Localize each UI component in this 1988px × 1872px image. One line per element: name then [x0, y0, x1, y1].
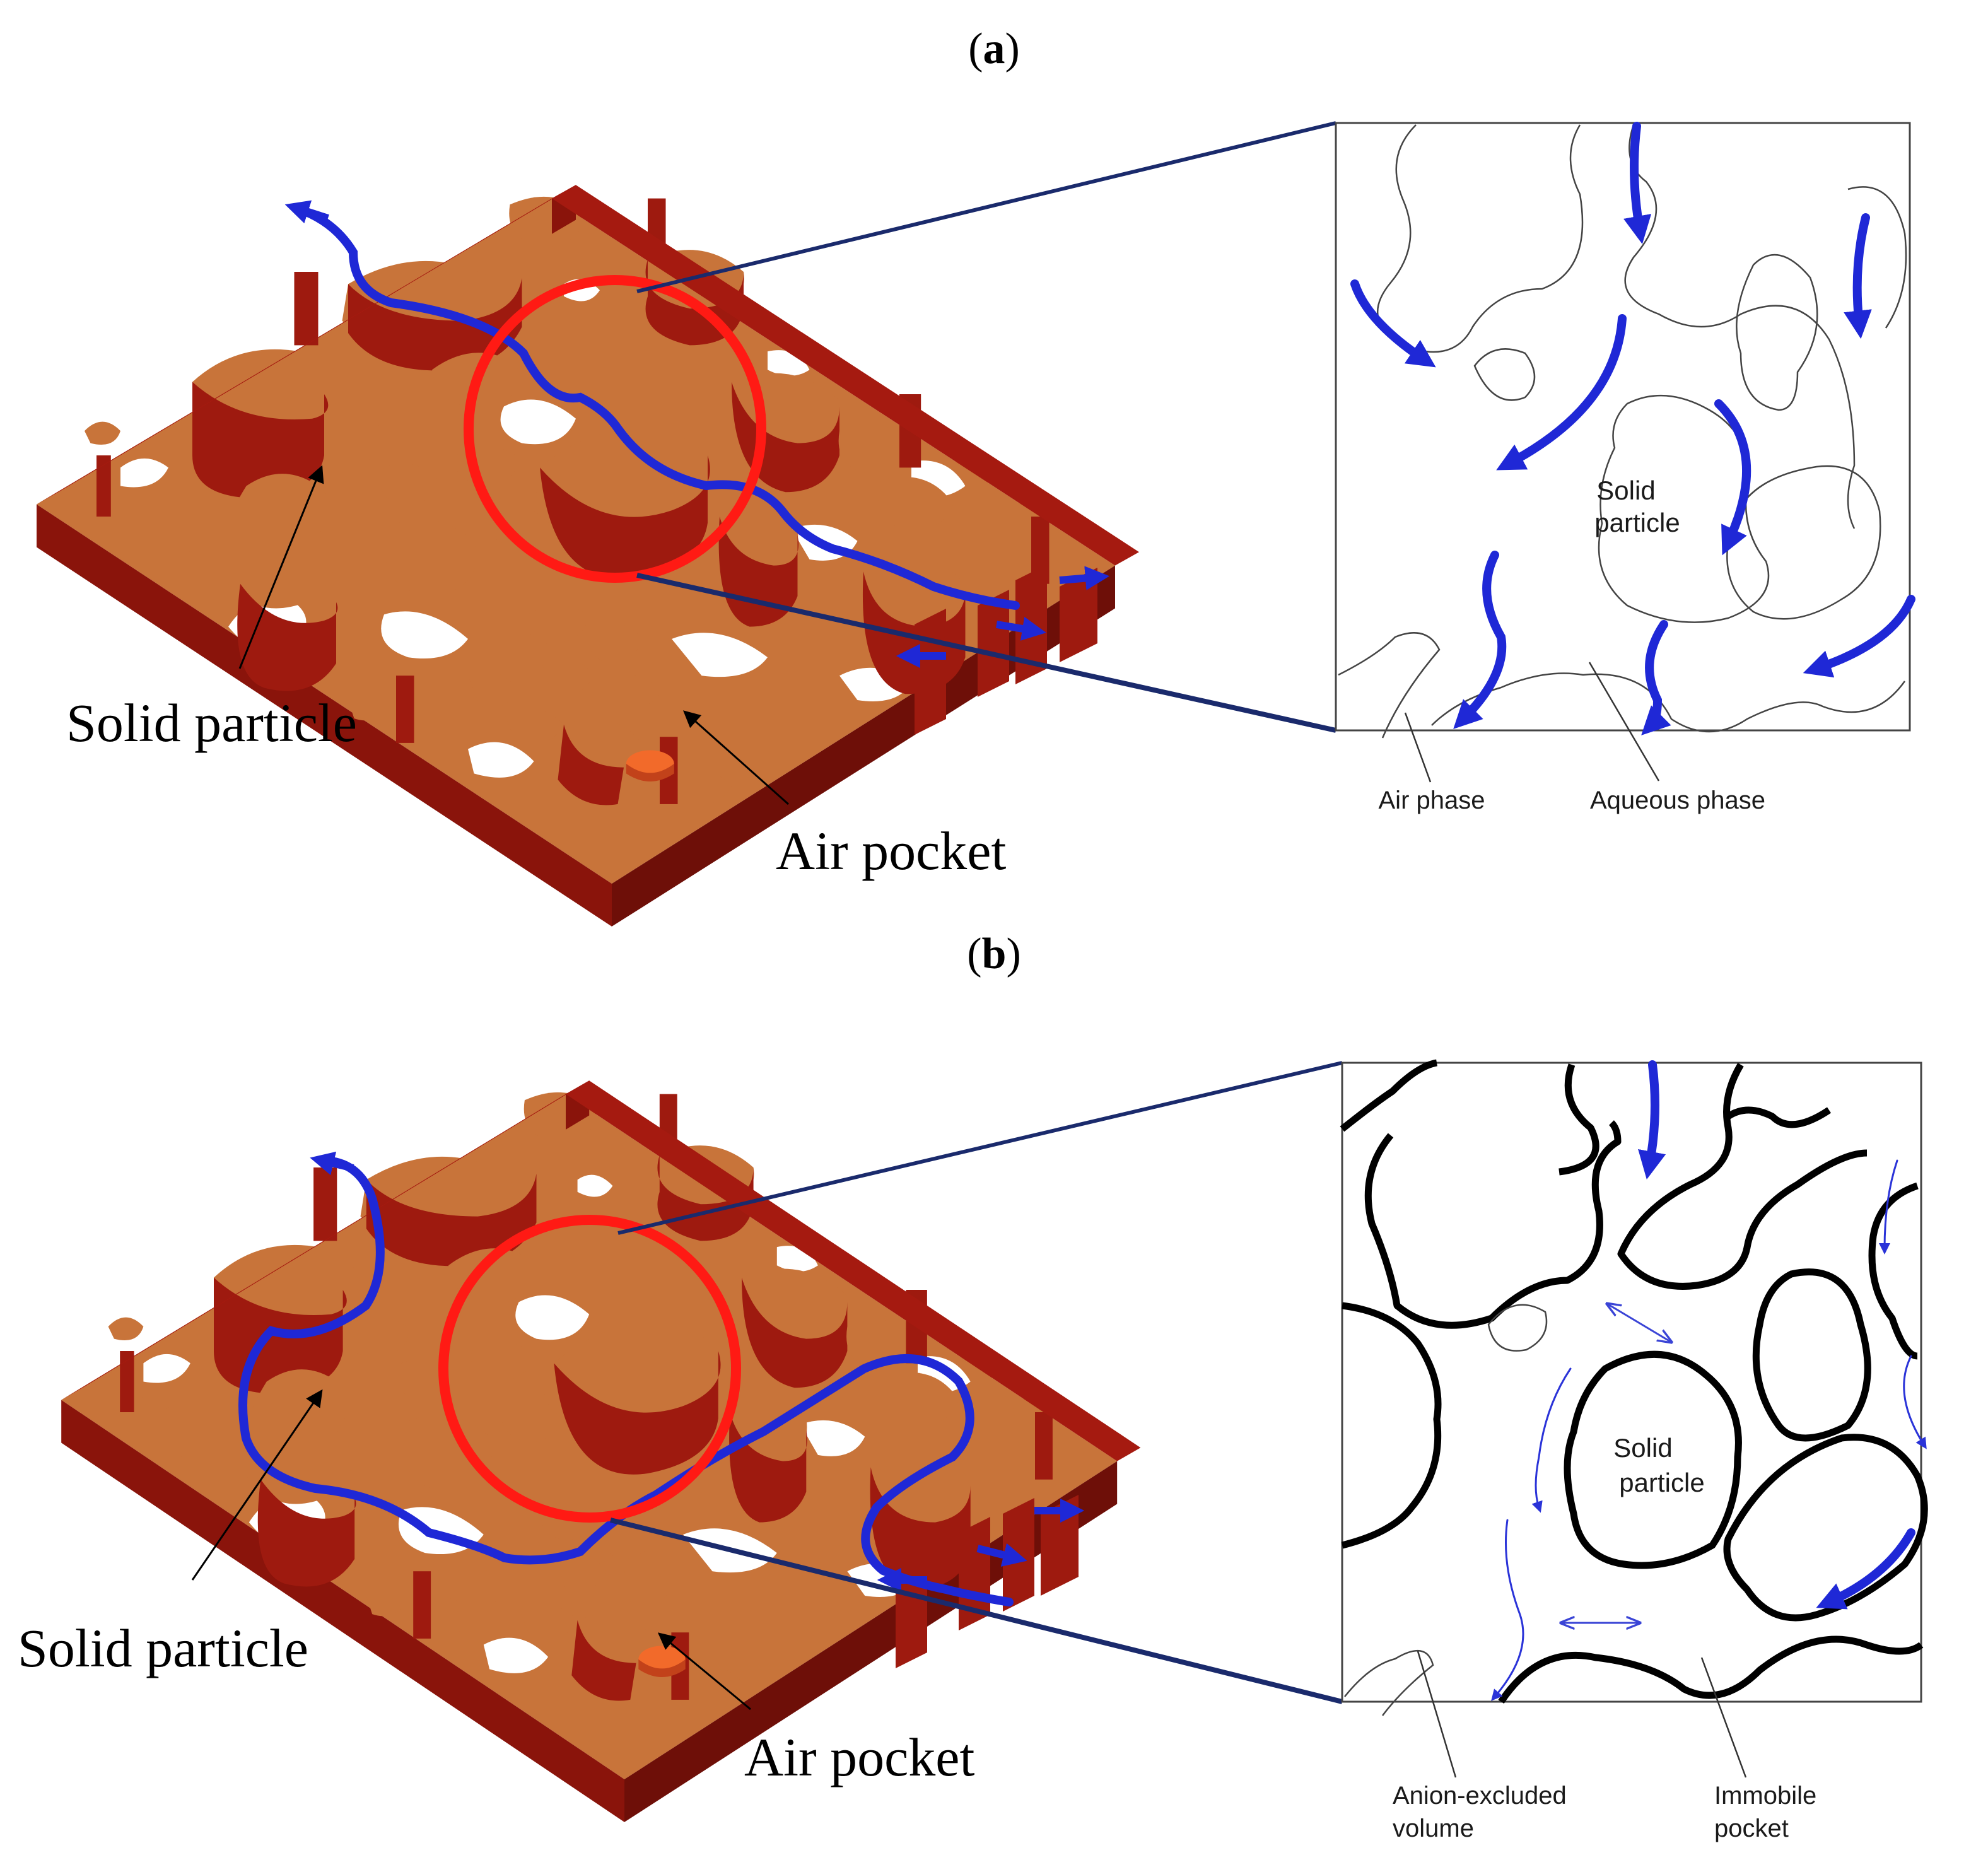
panel-a: (a)	[37, 25, 1915, 927]
caption-b-letter: b	[982, 930, 1007, 978]
connector-top-a	[636, 121, 1336, 293]
caption-b: (b)	[967, 930, 1021, 978]
porous-medium-a	[37, 185, 1140, 927]
flow-path-a	[292, 204, 1020, 610]
flow-outlet-arrows-a	[896, 566, 1110, 669]
zoom-b-anion-excluded-line1: Anion-excluded	[1393, 1782, 1567, 1810]
caption-a: (a)	[968, 25, 1020, 73]
zoom-a-aqueous-phase-label: Aqueous phase	[1590, 787, 1765, 814]
porous-medium-b	[61, 1080, 1141, 1822]
pointer-air-pocket-b	[657, 1632, 751, 1711]
highlight-circle-b	[438, 1215, 741, 1523]
pointer-solid-particle-a	[238, 465, 324, 669]
zoom-b-solid-particle-line1: Solid	[1613, 1433, 1672, 1463]
zoom-inset-b: Solid particle Anion-excluded volume Imm…	[1340, 1059, 1928, 1842]
caption-a-letter: a	[983, 25, 1005, 73]
flow-inlet-arrow-a	[284, 200, 329, 224]
label-air-pocket-a: Air pocket	[776, 821, 1006, 881]
flow-inlet-arrow-b	[310, 1151, 354, 1176]
label-solid-particle-b: Solid particle	[18, 1618, 308, 1678]
zoom-b-solid-particle-line2: particle	[1619, 1468, 1704, 1497]
connector-bottom-b	[610, 1518, 1343, 1704]
flow-outlet-arrows-b	[877, 1498, 1085, 1593]
pointer-air-pocket-a	[682, 710, 789, 805]
panel-b: (b)	[18, 930, 1928, 1842]
zoom-b-immobile-line1: Immobile	[1714, 1782, 1816, 1810]
highlight-circle-a	[464, 275, 766, 583]
zoom-b-anion-excluded-line2: volume	[1393, 1815, 1474, 1842]
pointer-solid-particle-b	[191, 1389, 323, 1581]
connector-top-b	[617, 1061, 1343, 1235]
zoom-a-solid-particle-line2: particle	[1594, 508, 1680, 537]
label-solid-particle-a: Solid particle	[66, 693, 357, 753]
label-air-pocket-b: Air pocket	[744, 1727, 974, 1787]
zoom-a-solid-particle-line1: Solid	[1596, 476, 1655, 505]
zoom-b-immobile-line2: pocket	[1714, 1815, 1789, 1842]
connector-bottom-a	[636, 573, 1336, 733]
zoom-inset-a: Solid particle Air phase Aqueous phase	[1335, 122, 1915, 814]
zoom-a-air-phase-label: Air phase	[1379, 787, 1485, 814]
